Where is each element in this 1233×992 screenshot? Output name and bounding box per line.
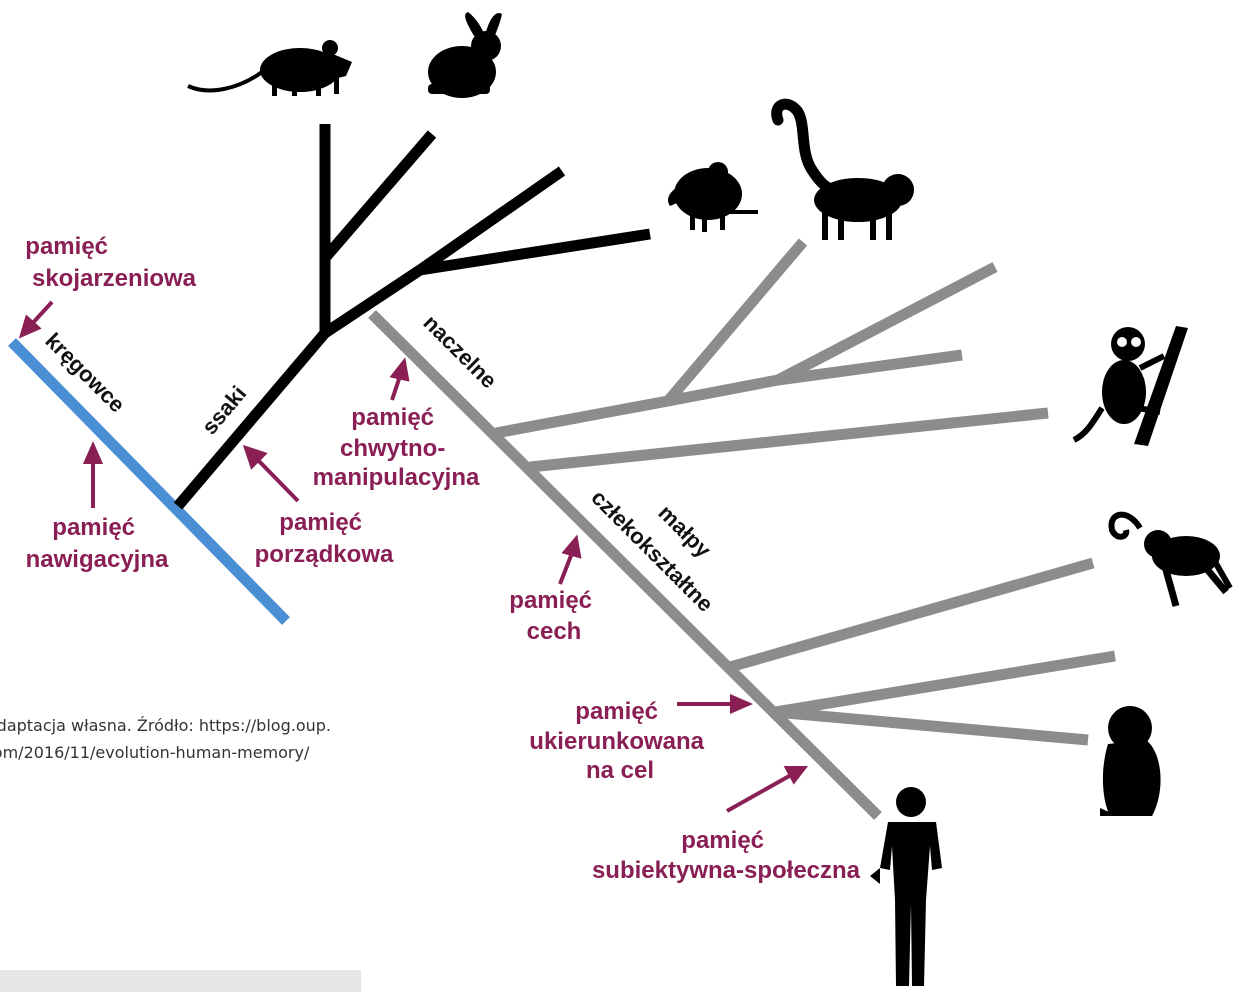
arrow-subjective-social	[727, 775, 791, 811]
vertebrates-branch	[12, 342, 286, 621]
source-line-1: Adaptacja własna. Źródło: https://blog.o…	[0, 712, 380, 739]
arrow-goal-directed-head	[732, 697, 748, 711]
memory-label-goal-directed: pamięć ukierunkowana na cel	[529, 698, 710, 784]
chimpanzee-icon	[1100, 706, 1161, 816]
memory-label-feature: pamięć cech	[509, 587, 598, 645]
spider-monkey-icon	[1111, 515, 1230, 606]
clade-label-vertebrates: kręgowce	[40, 328, 129, 417]
tarsier-icon	[1074, 326, 1188, 446]
human-icon	[870, 787, 942, 986]
arrow-feature-head	[565, 539, 579, 556]
primates-branches	[372, 242, 1115, 816]
rabbit-icon	[428, 12, 502, 98]
arrow-navigational-head	[86, 446, 100, 462]
rat-icon	[188, 40, 352, 96]
shrew-icon	[668, 162, 758, 232]
memory-label-subjective-social: pamięć subiektywna-społeczna	[592, 827, 861, 884]
lemur-icon	[777, 104, 914, 240]
arrow-subjective-social-head	[787, 768, 804, 781]
clade-label-primates: naczelne	[418, 310, 501, 393]
source-caption: Adaptacja własna. Źródło: https://blog.o…	[0, 712, 380, 766]
arrow-manipulative-head	[393, 362, 407, 379]
memory-label-manipulative: pamięć chwytno- manipulacyjna	[313, 404, 480, 491]
memory-label-associative: pamięć skojarzeniowa	[25, 233, 196, 292]
arrow-feature	[560, 553, 572, 584]
footer-strip	[0, 970, 361, 992]
source-line-2: com/2016/11/evolution-human-memory/	[0, 739, 380, 766]
memory-label-navigational: pamięć nawigacyjna	[26, 514, 169, 573]
arrow-manipulative	[392, 376, 400, 400]
arrow-ordinal	[255, 457, 298, 501]
memory-label-ordinal: pamięć porządkowa	[255, 509, 394, 568]
